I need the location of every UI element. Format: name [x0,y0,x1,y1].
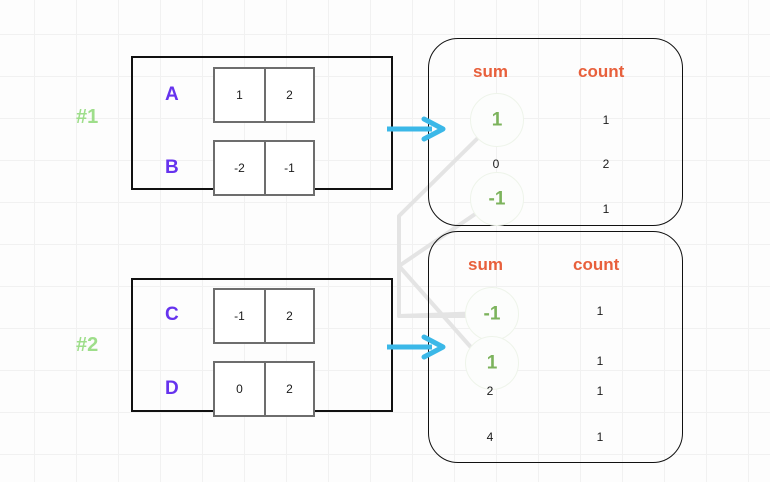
input-1-row-letter-a: A [165,84,179,105]
output-1-count-row-2: 1 [602,202,610,216]
input-1-row-a-cells: 1 2 [213,67,315,123]
input-1-row-a-cell-1: 2 [264,69,313,121]
group-label-2: #2 [76,334,99,356]
output-1-sum-row-0: 1 [491,109,503,131]
input-1-row-b-cells: -2 -1 [213,140,315,196]
output-2-header-count: count [573,255,620,274]
output-box-2 [428,231,683,463]
input-2-row-d-cells: 0 2 [213,361,315,417]
input-2-row-letter-c: C [165,304,179,325]
output-2-count-row-0: 1 [596,304,604,318]
input-2-row-c-cell-1: 2 [264,290,313,342]
output-2-header-sum: sum [468,255,503,274]
output-2-count-row-2: 1 [596,384,604,398]
output-1-header-count: count [578,62,625,81]
input-1-row-a-cell-0: 1 [236,88,243,102]
input-2-row-d-cell-0: 0 [236,382,243,396]
input-2-row-d-cell-1: 2 [264,363,313,415]
input-1-row-b-cell-1: -1 [264,142,313,194]
output-1-sum-row-2: -1 [488,188,506,210]
input-1-row-b-cell-0: -2 [234,161,245,175]
input-1-row-letter-b: B [165,157,179,178]
input-2-row-c-cells: -1 2 [213,288,315,344]
output-2-sum-row-0: -1 [483,303,501,325]
output-1-header-sum: sum [473,62,508,81]
output-2-count-row-1: 1 [596,354,604,368]
input-2-row-c-cell-0: -1 [234,309,245,323]
output-2-sum-row-2: 2 [486,384,494,398]
output-2-sum-row-1: 1 [486,352,498,374]
output-box-1 [428,38,683,226]
output-1-count-row-1: 2 [602,157,610,171]
output-2-count-row-3: 1 [596,430,604,444]
output-1-sum-row-1: 0 [492,157,500,171]
input-2-row-letter-d: D [165,378,179,399]
output-1-count-row-0: 1 [602,113,610,127]
output-2-sum-row-3: 4 [486,430,494,444]
group-label-1: #1 [76,106,99,128]
